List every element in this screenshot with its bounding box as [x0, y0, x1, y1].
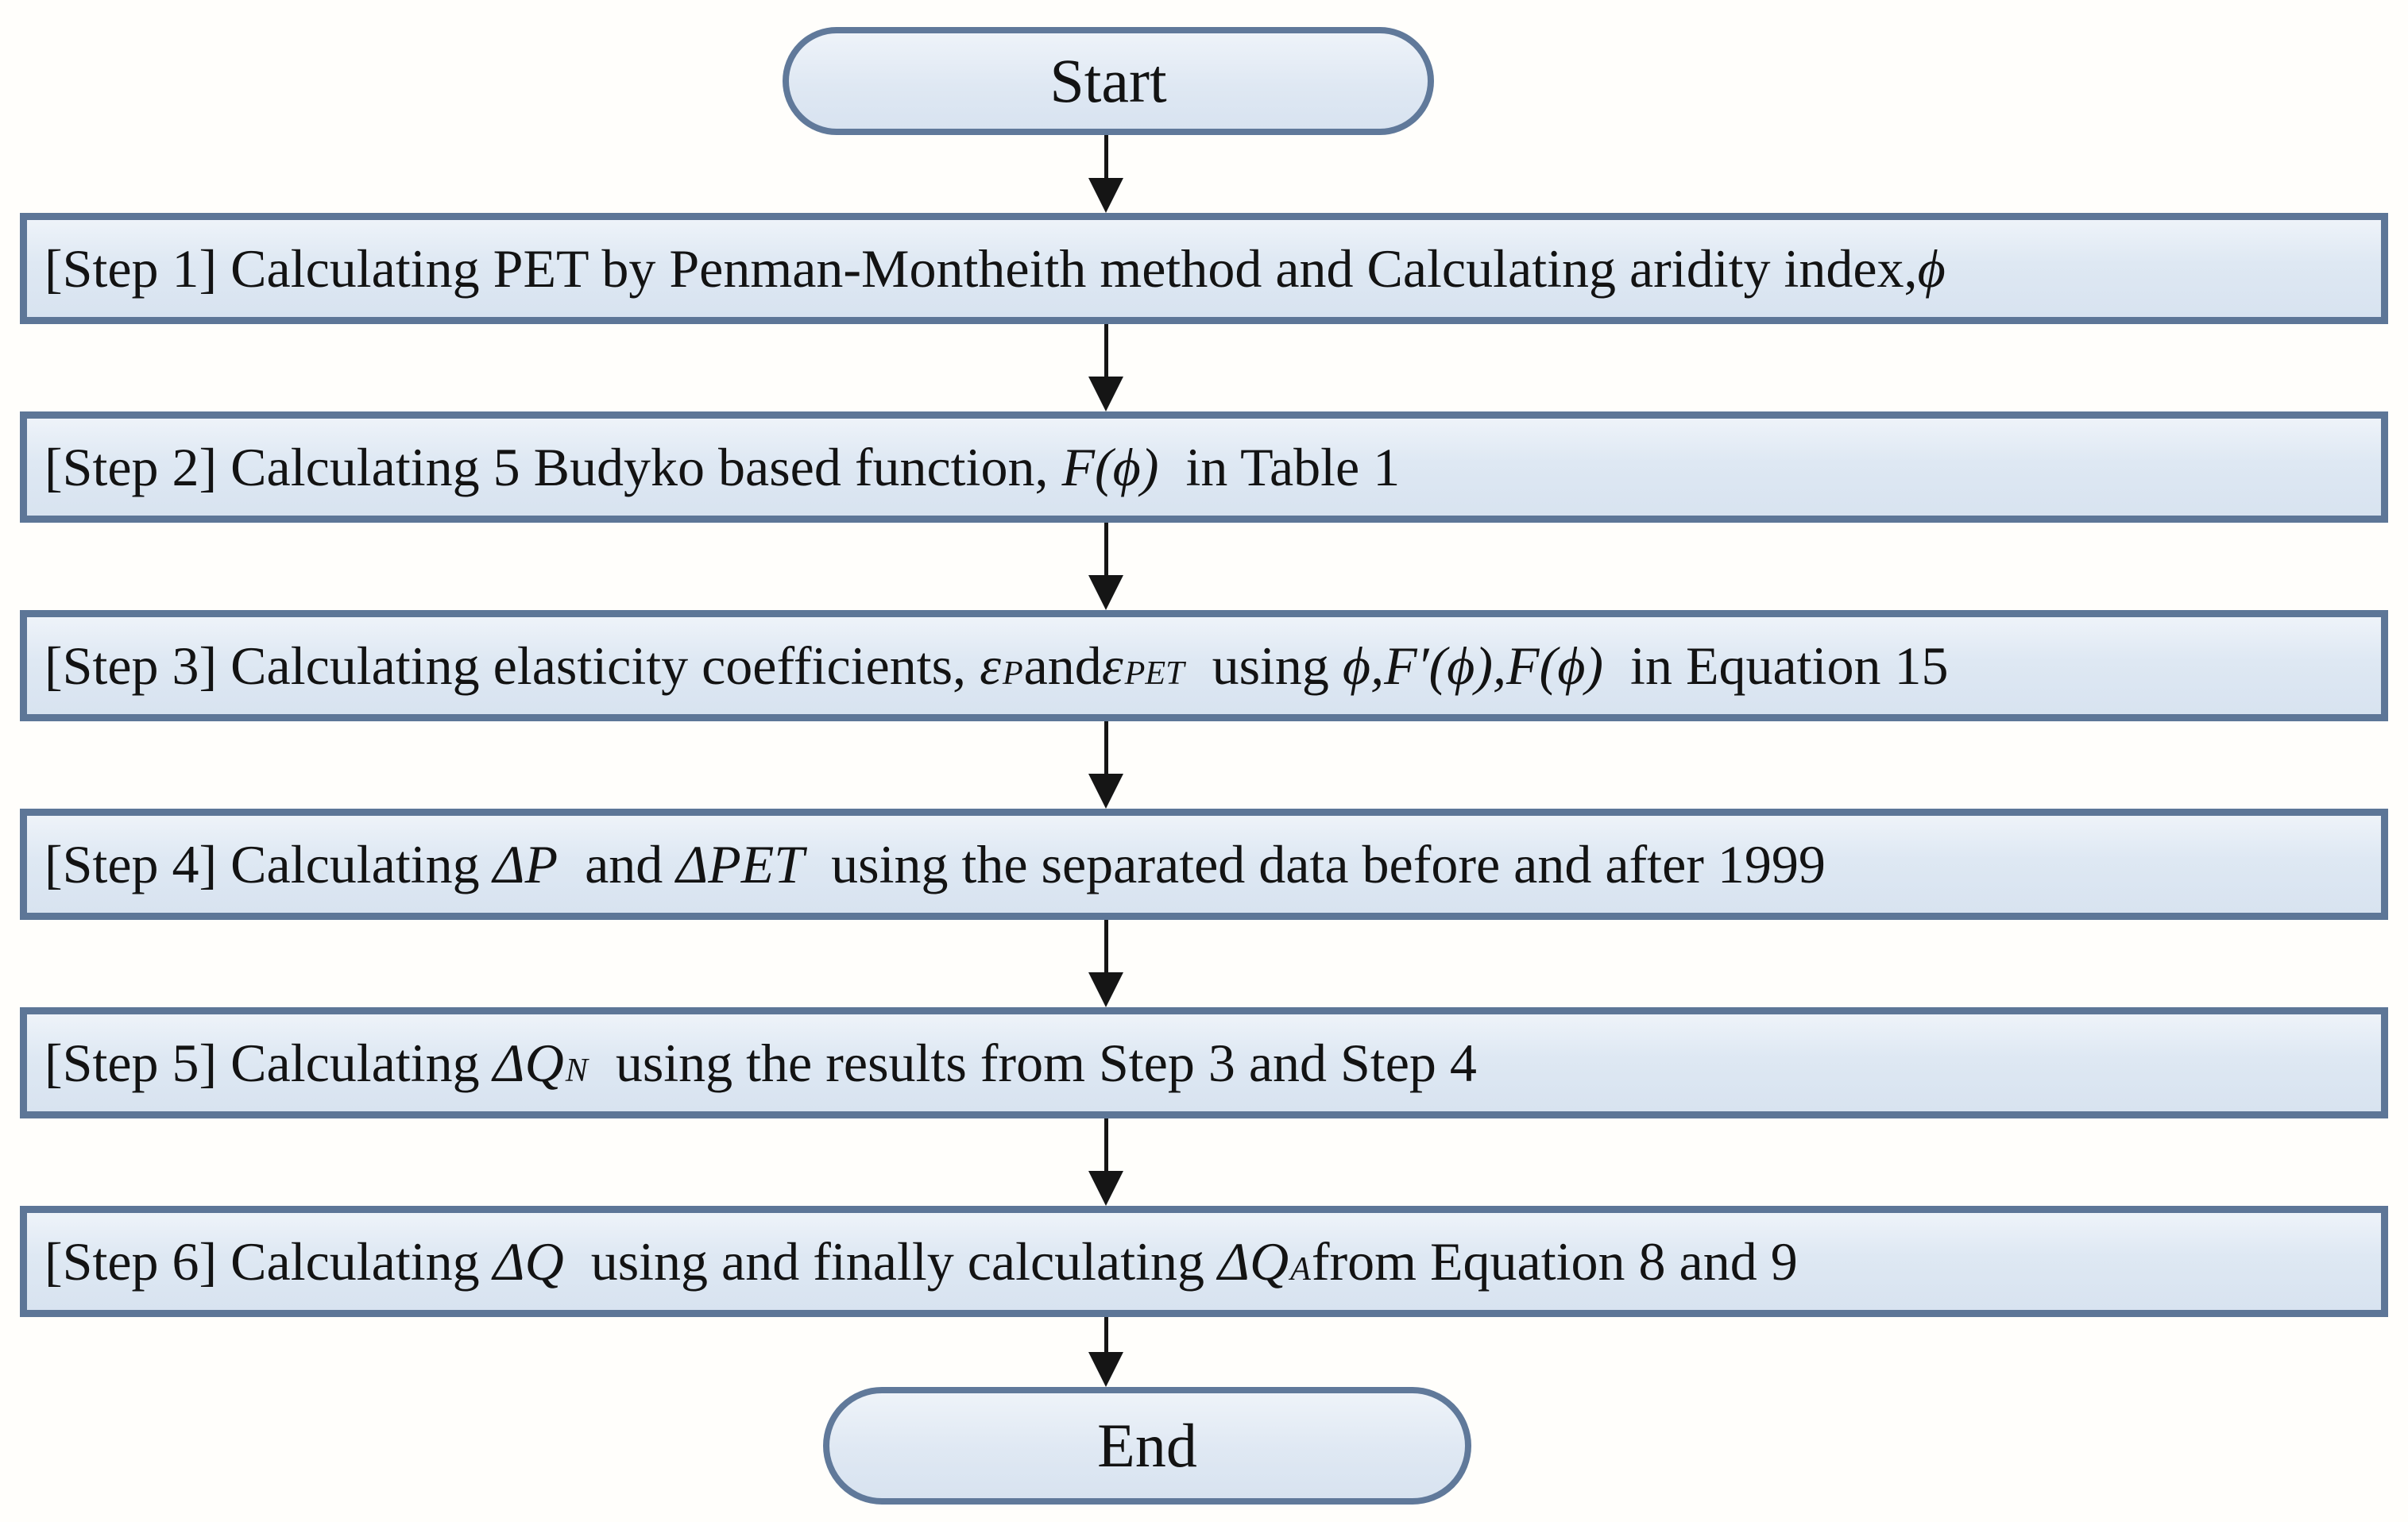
arrow-head-icon: [1088, 972, 1123, 1007]
text-segment: using: [1185, 635, 1343, 696]
math-segment: ΔQ: [493, 1230, 564, 1292]
arrow-shaft: [1104, 920, 1108, 972]
arrow-shaft: [1104, 523, 1108, 575]
text-segment: using and finally calculating: [563, 1230, 1219, 1292]
arrow-shaft: [1104, 135, 1108, 178]
flow-arrow-2: [1088, 324, 1123, 411]
math-segment: ε: [980, 635, 1001, 696]
math-segment: ΔP: [493, 833, 559, 894]
arrow-head-icon: [1088, 178, 1123, 213]
text-segment: [Step 4] Calculating: [44, 833, 493, 894]
arrow-shaft: [1104, 324, 1108, 377]
flow-arrow-3: [1088, 523, 1123, 610]
math-segment: F(ϕ): [1061, 436, 1159, 497]
text-segment: [Step 3] Calculating elasticity coeffici…: [44, 635, 980, 696]
subscript-segment: A: [1290, 1250, 1311, 1288]
end-label: End: [1097, 1411, 1197, 1480]
step-2-box: [Step 2] Calculating 5 Budyko based func…: [20, 411, 2388, 523]
flow-arrow-7: [1088, 1317, 1123, 1387]
arrow-head-icon: [1088, 1171, 1123, 1206]
text-segment: using the results from Step 3 and Step 4: [588, 1032, 1477, 1093]
start-label: Start: [1049, 46, 1167, 115]
text-segment: and: [1023, 635, 1102, 696]
text-segment: [Step 2] Calculating 5 Budyko based func…: [44, 436, 1062, 497]
text-segment: and: [558, 833, 677, 894]
arrow-shaft: [1104, 1317, 1108, 1352]
step-3-box: [Step 3] Calculating elasticity coeffici…: [20, 610, 2388, 721]
text-segment: using the separated data before and afte…: [804, 833, 1826, 894]
flow-arrow-1: [1088, 135, 1123, 213]
step-6-box: [Step 6] Calculating ΔQ using and finall…: [20, 1206, 2388, 1317]
text-segment: in Equation 15: [1603, 635, 1949, 696]
math-segment: ϕ,F′(ϕ),F(ϕ): [1342, 635, 1604, 696]
start-terminator: Start: [783, 27, 1434, 135]
end-terminator: End: [823, 1387, 1471, 1505]
math-segment: ε: [1101, 635, 1123, 696]
math-segment: ΔPET: [676, 833, 805, 894]
arrow-head-icon: [1088, 377, 1123, 411]
flow-arrow-5: [1088, 920, 1123, 1007]
step-4-box: [Step 4] Calculating ΔP and ΔPET using t…: [20, 809, 2388, 920]
text-segment: [Step 1] Calculating PET by Penman-Month…: [44, 238, 1918, 299]
arrow-head-icon: [1088, 774, 1123, 809]
text-segment: in Table 1: [1158, 436, 1401, 497]
arrow-head-icon: [1088, 1352, 1123, 1387]
text-segment: [Step 5] Calculating: [44, 1032, 493, 1093]
arrow-shaft: [1104, 721, 1108, 774]
text-segment: [Step 6] Calculating: [44, 1230, 493, 1292]
arrow-shaft: [1104, 1118, 1108, 1171]
subscript-segment: PET: [1124, 654, 1185, 692]
flow-arrow-4: [1088, 721, 1123, 809]
subscript-segment: P: [1002, 654, 1023, 692]
text-segment: from Equation 8 and 9: [1311, 1230, 1798, 1292]
arrow-head-icon: [1088, 575, 1123, 610]
math-segment: ΔQ: [1218, 1230, 1289, 1292]
math-segment: ϕ: [1917, 238, 1946, 299]
flow-arrow-6: [1088, 1118, 1123, 1206]
step-1-box: [Step 1] Calculating PET by Penman-Month…: [20, 213, 2388, 324]
math-segment: ΔQ: [493, 1032, 564, 1093]
subscript-segment: N: [565, 1051, 588, 1089]
